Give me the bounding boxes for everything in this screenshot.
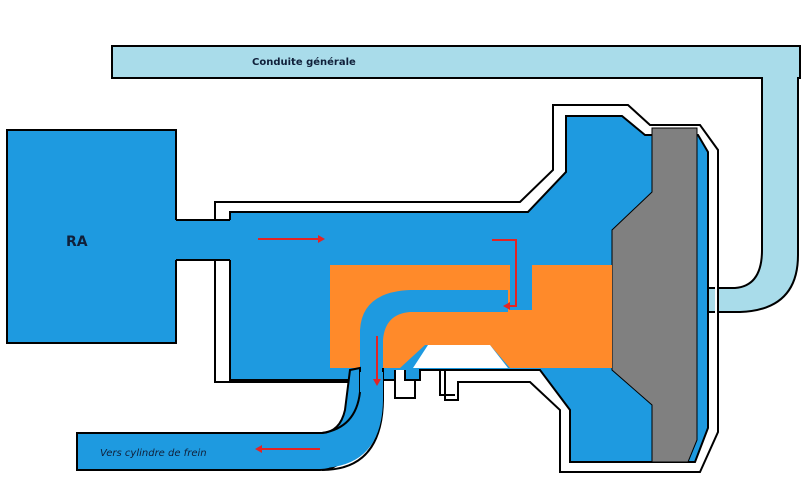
arrow-reservoir-flow <box>258 235 325 243</box>
main-pipe <box>111 45 801 313</box>
exhaust-ports <box>394 370 455 399</box>
outlet-pipe <box>76 366 384 471</box>
arrow-bend-flow <box>492 239 517 307</box>
diaphragm <box>611 127 698 463</box>
arrow-down-flow <box>373 336 381 386</box>
arrow-bend-head <box>503 302 510 310</box>
housing-wall-top <box>214 104 719 473</box>
outlet-label: Vers cylindre de frein <box>100 448 207 459</box>
arrow-outlet-flow <box>255 445 320 453</box>
reservoir-ra <box>6 129 232 344</box>
valve-piston <box>330 265 612 368</box>
main-pipe-label: Conduite générale <box>252 56 356 68</box>
reservoir-label: RA <box>66 234 88 250</box>
housing-wall-bottom <box>214 260 360 383</box>
exhaust-cavity <box>413 345 508 368</box>
flow-arrows <box>255 235 517 453</box>
